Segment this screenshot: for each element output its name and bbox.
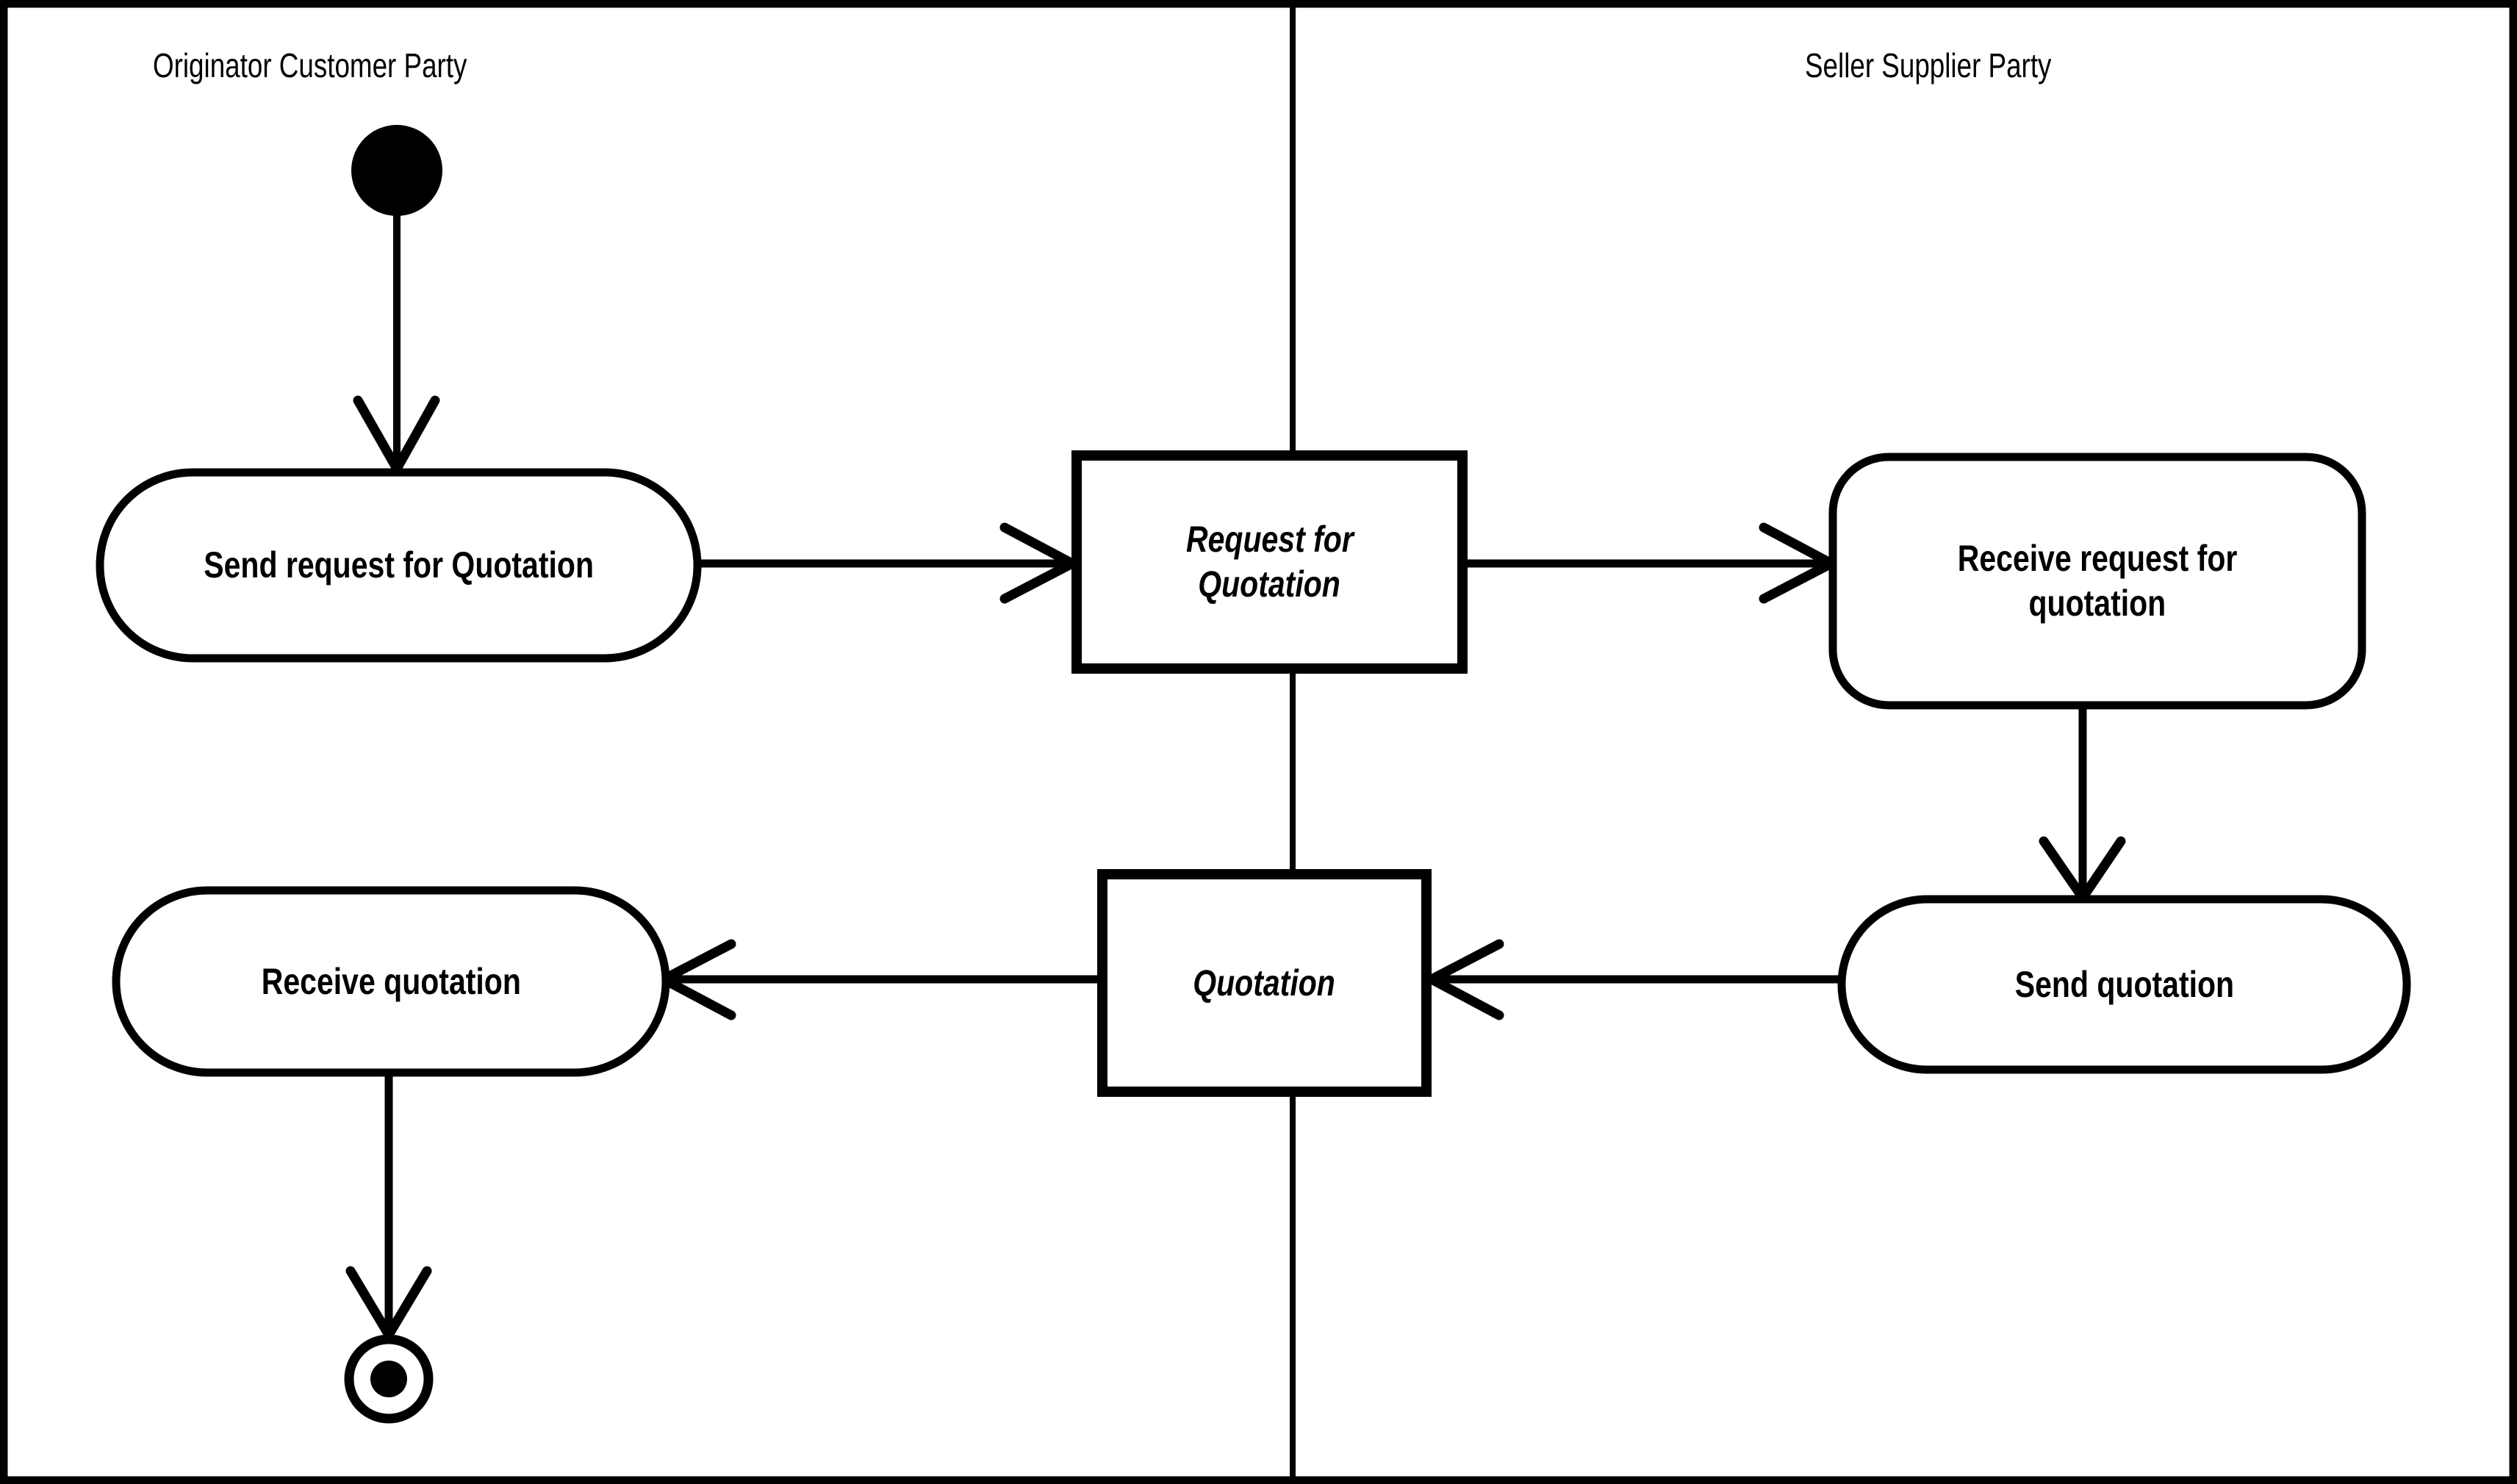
initial-node[interactable] <box>351 125 442 216</box>
send-quotation-node[interactable] <box>1837 895 2411 1074</box>
receive-quotation-node[interactable] <box>112 886 670 1077</box>
send-request-for-quotation-node[interactable] <box>96 468 702 663</box>
request-for-quotation-object-node[interactable] <box>1071 450 1468 674</box>
lane-title-originator: Originator Customer Party <box>153 46 467 84</box>
receive-request-for-quotation-node[interactable] <box>1828 453 2366 710</box>
quotation-object-node[interactable] <box>1097 869 1432 1097</box>
lane-title-seller: Seller Supplier Party <box>1805 46 2052 84</box>
final-node[interactable] <box>344 1334 434 1424</box>
